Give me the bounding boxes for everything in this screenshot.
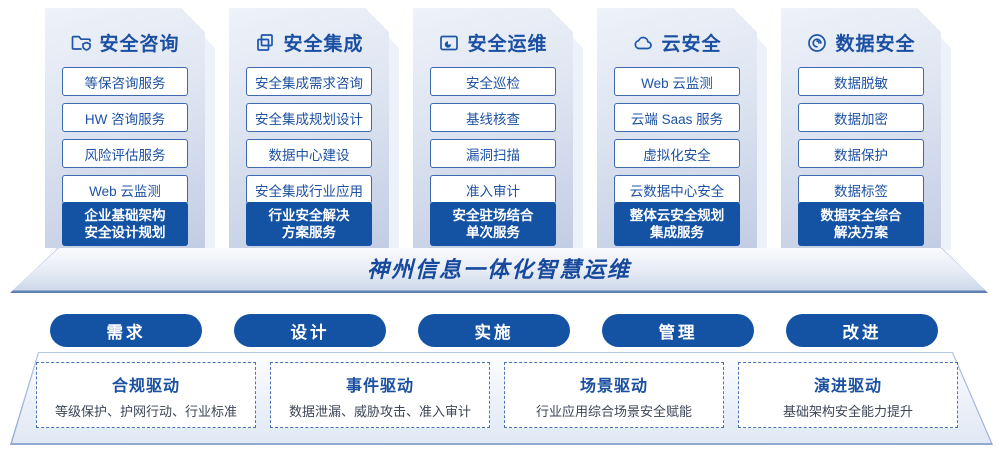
- column-security-consulting: 安全咨询 等保咨询服务 HW 咨询服务 风险评估服务 Web 云监测 企业基础架…: [45, 8, 217, 250]
- footer-line: 安全设计规划: [84, 225, 166, 240]
- footer-line: 集成服务: [650, 225, 704, 240]
- column-title: 数据安全: [835, 34, 916, 55]
- service-item: 漏洞扫描: [430, 139, 556, 168]
- service-item: 安全集成行业应用: [246, 175, 372, 204]
- pill-demand: 需求: [50, 314, 202, 347]
- service-item: HW 咨询服务: [62, 103, 188, 132]
- column-panel: 安全咨询 等保咨询服务 HW 咨询服务 风险评估服务 Web 云监测 企业基础架…: [45, 8, 205, 248]
- service-item: Web 云监测: [614, 67, 740, 96]
- column-footer: 安全驻场结合 单次服务: [430, 202, 556, 246]
- footer-line: 单次服务: [466, 225, 520, 240]
- column-title: 云安全: [661, 34, 722, 55]
- column-items: Web 云监测 云端 Saas 服务 虚拟化安全 云数据中心安全: [614, 67, 740, 211]
- fingerprint-icon: [806, 32, 828, 54]
- footer-line: 行业安全解决: [268, 208, 350, 223]
- column-header: 安全运维: [413, 29, 573, 56]
- service-item: 基线核查: [430, 103, 556, 132]
- column-panel: 安全集成 安全集成需求咨询 安全集成规划设计 数据中心建设 安全集成行业应用 行…: [229, 8, 389, 248]
- service-item: 数据标签: [798, 175, 924, 204]
- banner: 神州信息一体化智慧运维: [10, 248, 988, 293]
- folder-shield-icon: [70, 32, 92, 54]
- service-item: 准入审计: [430, 175, 556, 204]
- column-header: 云安全: [597, 29, 757, 56]
- driver-scenario: 场景驱动 行业应用综合场景安全赋能: [504, 362, 724, 428]
- cloud-icon: [632, 32, 654, 54]
- service-item: 虚拟化安全: [614, 139, 740, 168]
- footer-line: 方案服务: [282, 225, 336, 240]
- column-title: 安全集成: [283, 34, 364, 55]
- column-footer: 数据安全综合 解决方案: [798, 202, 924, 246]
- footer-line: 数据安全综合: [820, 208, 902, 223]
- driver-title: 演进驱动: [813, 378, 882, 395]
- driver-compliance: 合规驱动 等级保护、护网行动、行业标准: [36, 362, 256, 428]
- pill-improvement: 改进: [786, 314, 938, 347]
- pill-management: 管理: [602, 314, 754, 347]
- column-title: 安全运维: [467, 34, 548, 55]
- column-panel: 安全运维 安全巡检 基线核查 漏洞扫描 准入审计 安全驻场结合 单次服务: [413, 8, 573, 248]
- footer-line: 整体云安全规划: [629, 208, 725, 223]
- driver-subtitle: 基础架构安全能力提升: [782, 404, 913, 419]
- service-item: Web 云监测: [62, 175, 188, 204]
- copy-docs-icon: [254, 32, 276, 54]
- column-items: 安全集成需求咨询 安全集成规划设计 数据中心建设 安全集成行业应用: [246, 67, 372, 211]
- column-header: 安全咨询: [45, 29, 205, 56]
- driver-subtitle: 数据泄漏、威胁攻击、准入审计: [288, 404, 471, 419]
- banner-title: 神州信息一体化智慧运维: [366, 257, 631, 283]
- service-item: 云数据中心安全: [614, 175, 740, 204]
- column-cloud-security: 云安全 Web 云监测 云端 Saas 服务 虚拟化安全 云数据中心安全 整体云…: [597, 8, 769, 250]
- driver-title: 事件驱动: [345, 378, 414, 395]
- banner-inner: 神州信息一体化智慧运维: [12, 248, 986, 291]
- driver-subtitle: 等级保护、护网行动、行业标准: [54, 404, 237, 419]
- driver-incident: 事件驱动 数据泄漏、威胁攻击、准入审计: [270, 362, 490, 428]
- driver-title: 场景驱动: [579, 378, 648, 395]
- service-item: 安全集成需求咨询: [246, 67, 372, 96]
- service-item: 数据中心建设: [246, 139, 372, 168]
- service-item: 风险评估服务: [62, 139, 188, 168]
- column-items: 等保咨询服务 HW 咨询服务 风险评估服务 Web 云监测: [62, 67, 188, 211]
- service-item: 数据脱敏: [798, 67, 924, 96]
- driver-evolution: 演进驱动 基础架构安全能力提升: [738, 362, 958, 428]
- service-item: 数据加密: [798, 103, 924, 132]
- column-panel: 数据安全 数据脱敏 数据加密 数据保护 数据标签 数据安全综合 解决方案: [781, 8, 941, 248]
- column-footer: 行业安全解决 方案服务: [246, 202, 372, 246]
- column-items: 数据脱敏 数据加密 数据保护 数据标签: [798, 67, 924, 211]
- pill-design: 设计: [234, 314, 386, 347]
- service-item: 安全集成规划设计: [246, 103, 372, 132]
- service-item: 数据保护: [798, 139, 924, 168]
- driver-title: 合规驱动: [111, 378, 180, 395]
- column-header: 安全集成: [229, 29, 389, 56]
- pie-folder-icon: [438, 32, 460, 54]
- column-header: 数据安全: [781, 29, 941, 56]
- service-item: 安全巡检: [430, 67, 556, 96]
- pill-implementation: 实施: [418, 314, 570, 347]
- footer-line: 安全驻场结合: [452, 208, 534, 223]
- column-footer: 整体云安全规划 集成服务: [614, 202, 740, 246]
- column-security-operations: 安全运维 安全巡检 基线核查 漏洞扫描 准入审计 安全驻场结合 单次服务: [413, 8, 585, 250]
- column-security-integration: 安全集成 安全集成需求咨询 安全集成规划设计 数据中心建设 安全集成行业应用 行…: [229, 8, 401, 250]
- column-title: 安全咨询: [99, 34, 180, 55]
- column-items: 安全巡检 基线核查 漏洞扫描 准入审计: [430, 67, 556, 211]
- column-footer: 企业基础架构 安全设计规划: [62, 202, 188, 246]
- service-item: 云端 Saas 服务: [614, 103, 740, 132]
- service-item: 等保咨询服务: [62, 67, 188, 96]
- footer-line: 企业基础架构: [84, 208, 166, 223]
- column-data-security: 数据安全 数据脱敏 数据加密 数据保护 数据标签 数据安全综合 解决方案: [781, 8, 953, 250]
- footer-line: 解决方案: [834, 225, 888, 240]
- driver-subtitle: 行业应用综合场景安全赋能: [535, 404, 692, 419]
- column-panel: 云安全 Web 云监测 云端 Saas 服务 虚拟化安全 云数据中心安全 整体云…: [597, 8, 757, 248]
